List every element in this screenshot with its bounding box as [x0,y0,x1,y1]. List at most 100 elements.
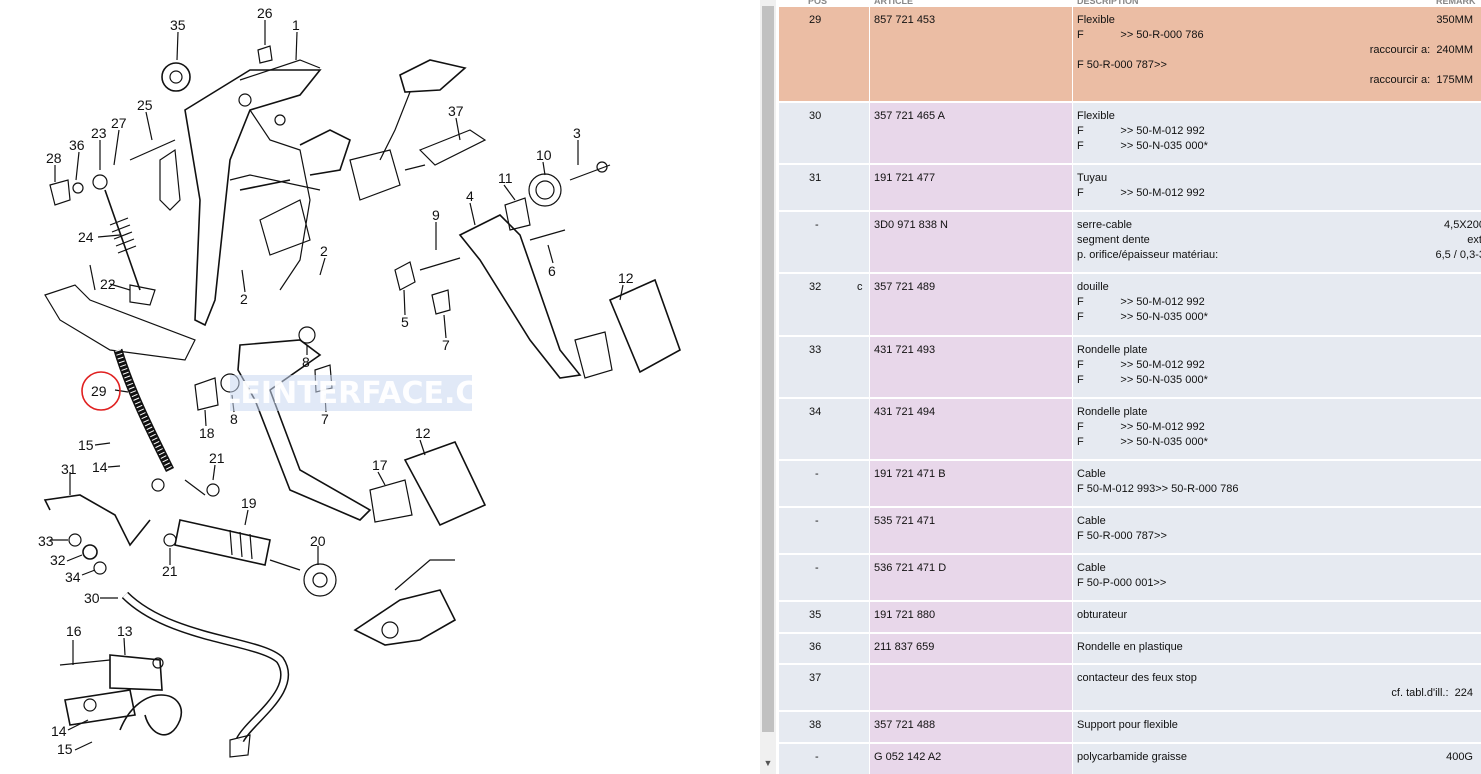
article-number[interactable]: 357 721 465 A [874,110,945,122]
article-number[interactable]: G 052 142 A2 [874,751,942,763]
article-number[interactable]: 3D0 971 838 N [874,219,948,231]
article-number[interactable]: 357 721 489 [874,281,936,293]
code-flag: c [857,281,863,293]
pos-cell: 30 [779,103,869,163]
callout-label: 17 [372,457,388,473]
remark-text: raccourcir a: 175MM [1369,74,1473,86]
description-line: segment dente [1077,234,1150,246]
remark-text: 4,5X200 [1444,219,1481,231]
article-number[interactable]: 536 721 471 D [874,562,947,574]
article-number[interactable]: 535 721 471 [874,515,936,527]
article-cell: 3D0 971 838 N [870,212,1072,272]
callout-label: 12 [415,425,431,441]
slave-cylinder [59,654,251,758]
remark-text: 400G [1446,751,1473,763]
pos-number: 35 [809,609,822,621]
callout-label: 4 [466,188,474,204]
remark-text: 350MM [1436,14,1473,26]
callout-label: 21 [162,563,178,579]
callout-label: 27 [111,115,127,131]
callout-label: 5 [401,314,409,330]
description-line: Support pour flexible [1077,719,1178,731]
pos-cell: - [779,212,869,272]
vertical-scrollbar[interactable]: ▼ [760,0,776,774]
article-cell: 357 721 465 A [870,103,1072,163]
article-cell: 535 721 471 [870,508,1072,553]
description-line: Cable [1077,468,1106,480]
table-row[interactable]: - G 052 142 A2 polycarbamide graisse 400G [776,744,1481,774]
callout-label: 32 [50,552,66,568]
remark-text: 6,5 / 0,3-3 [1435,249,1481,261]
callout-label: 28 [46,150,62,166]
article-number[interactable]: 211 837 659 [874,641,935,653]
bracket-outline [44,264,196,361]
callout-label: 7 [442,337,450,353]
description-line: Cable [1077,562,1106,574]
table-row[interactable]: 38 357 721 488 Support pour flexible [776,712,1481,742]
article-number[interactable]: 431 721 493 [874,344,936,356]
pos-cell: 33 [779,337,869,397]
article-number[interactable]: 431 721 494 [874,406,936,418]
callout-label: 37 [448,103,464,119]
leader-lines [50,20,624,751]
pos-cell: 38 [779,712,869,742]
pos-number: - [815,562,819,574]
callout-label: 26 [257,5,273,21]
description-line: F >> 50-M-012 992 [1077,296,1205,308]
header-remark: REMARK [1436,0,1476,6]
article-cell: 431 721 493 [870,337,1072,397]
pedal-link [353,559,457,646]
article-cell: 357 721 489 [870,274,1072,335]
description-line: F >> 50-M-012 992 [1077,187,1205,199]
parts-diagram[interactable]: 35 26 1 25 37 36 23 27 28 3 10 11 9 4 24… [0,0,760,774]
pos-cell: 35 [779,602,869,632]
pos-number: - [815,751,819,763]
article-cell: 191 721 880 [870,602,1072,632]
callout-label: 2 [240,291,248,307]
description-cell: polycarbamide graisse 400G [1073,744,1481,774]
remark-text: raccourcir a: 240MM [1369,44,1473,56]
article-cell: 191 721 471 B [870,461,1072,506]
callout-label: 10 [536,147,552,163]
article-number[interactable]: 191 721 471 B [874,468,946,480]
article-number[interactable]: 191 721 477 [874,172,936,184]
description-line: F >> 50-M-012 992 [1077,359,1205,371]
description-line: Flexible [1077,14,1115,26]
hose-29 [113,348,175,473]
callout-label: 8 [230,411,238,427]
callout-label: 7 [321,411,329,427]
callout-label: 33 [38,533,54,549]
scroll-down-arrow-icon[interactable]: ▼ [763,758,773,768]
callout-label: 11 [498,170,513,186]
scrollbar-thumb[interactable] [762,6,774,732]
master-cylinder [151,478,337,597]
clutch-pedal [194,326,487,527]
callout-label: 25 [137,97,153,113]
article-number[interactable]: 191 721 880 [874,609,936,621]
accelerator-pedal [349,59,487,201]
callout-label: 1 [292,17,300,33]
pos-number: 38 [809,719,822,731]
article-cell: G 052 142 A2 [870,744,1072,774]
article-cell [870,665,1072,710]
article-number[interactable]: 857 721 453 [874,14,936,26]
pos-cell: - [779,508,869,553]
description-line: polycarbamide graisse [1077,751,1188,763]
article-number[interactable]: 357 721 488 [874,719,936,731]
